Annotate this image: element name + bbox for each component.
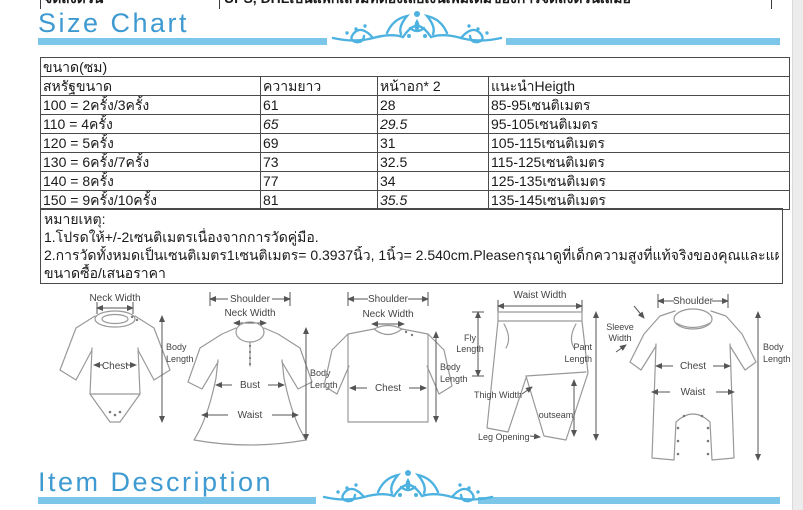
- clipped-shipping-row: จัดส่งด่วน UPS, DHLเป็นแพ็กเสริมที่ต้องเ…: [40, 0, 772, 9]
- notes-line-3: ขนาดซื้อ/เสนอราคา: [44, 265, 166, 281]
- cell-chest: 32.5: [377, 152, 489, 172]
- body-length-label: Length: [166, 354, 194, 364]
- cell-size: 120 = 5ครั้ง: [40, 133, 261, 153]
- size-chart-table: ขนาด(ซม) สหรัฐขนาด ความยาว หน้าอก* 2 แนะ…: [40, 57, 790, 210]
- cell-height: 95-105เซนติเมตร: [488, 114, 790, 134]
- shoulder-label: Shoulder: [230, 294, 271, 305]
- notes-line-1: 1.โปรดให้+/-2เซนติเมตรเนื่องจากการวัดคู่…: [44, 229, 319, 245]
- pant-length-label: Length: [564, 354, 592, 364]
- cell-size: 130 = 6ครั้ง/7ครั้ง: [40, 152, 261, 172]
- table-row: จัดส่งด่วน UPS, DHLเป็นแพ็กเสริมที่ต้องเ…: [40, 0, 772, 9]
- cell-chest: 29.5: [377, 114, 489, 134]
- fly-length-label: Fly: [464, 333, 476, 343]
- table-row: 120 = 5ครั้ง 69 31 105-115เซนติเมตร: [40, 133, 790, 153]
- table-row: 110 = 4ครั้ง 65 29.5 95-105เซนติเมตร: [40, 114, 790, 134]
- measurement-notes: หมายเหตุ: 1.โปรดให้+/-2เซนติเมตรเนื่องจา…: [40, 208, 783, 284]
- notes-title: หมายเหตุ:: [44, 211, 106, 227]
- table-caption: ขนาด(ซม): [40, 57, 790, 77]
- cell-chest: 31: [377, 133, 489, 153]
- cell-length: 73: [260, 152, 378, 172]
- sleeve-width-label: Width: [608, 333, 631, 343]
- flourish-ornament-icon: [322, 470, 494, 503]
- chest-label: Chest: [102, 361, 128, 372]
- chest-label: Chest: [680, 361, 706, 372]
- body-length-label: Body: [440, 362, 461, 372]
- leg-opening-label: Leg Opening: [478, 432, 530, 442]
- cell-length: 61: [260, 95, 378, 115]
- cell-length: 69: [260, 133, 378, 153]
- cell-length: 81: [260, 190, 378, 210]
- notes-line-2: 2.การวัดทั้งหมดเป็นเซนติเมตร1เซนติเมตร= …: [44, 247, 779, 263]
- pant-length-label: Pant: [573, 342, 592, 352]
- shoulder-label: Shoulder: [673, 296, 714, 307]
- item-description-title: Item Description: [38, 467, 274, 497]
- chest-label: Chest: [375, 383, 401, 394]
- cell-chest: 35.5: [377, 190, 489, 210]
- neck-width-label: Neck Width: [89, 293, 140, 304]
- bodysuit-diagram: Neck Width Chest Body Length: [59, 293, 194, 423]
- cell-length: 77: [260, 171, 378, 191]
- waist-width-label: Waist Width: [514, 290, 567, 301]
- col-header-us-size: สหรัฐขนาด: [40, 76, 261, 96]
- waist-label: Waist: [238, 410, 263, 421]
- table-row: 130 = 6ครั้ง/7ครั้ง 73 32.5 115-125เซนติ…: [40, 152, 790, 172]
- cell-chest: 34: [377, 171, 489, 191]
- size-chart-underline-right: [506, 38, 780, 45]
- flourish-ornament-icon: [331, 11, 503, 44]
- fly-length-label: Length: [456, 344, 484, 354]
- neck-width-label: Neck Width: [362, 309, 413, 320]
- page-gutter: [792, 0, 803, 510]
- cell-height: 125-135เซนติเมตร: [488, 171, 790, 191]
- body-length-label: Body: [763, 342, 784, 352]
- dress-diagram: Shoulder Neck Width Bust Waist Body Leng…: [187, 292, 338, 446]
- table-row: 140 = 8ครั้ง 77 34 125-135เซนติเมตร: [40, 171, 790, 191]
- cell-size: 100 = 2ครั้ง/3ครั้ง: [40, 95, 261, 115]
- size-chart-underline: [38, 38, 327, 45]
- table-header-row: สหรัฐขนาด ความยาว หน้าอก* 2 แนะนำHeigth: [40, 76, 790, 96]
- cell-height: 135-145เซนติเมตร: [488, 190, 790, 210]
- measurement-diagrams: Neck Width Chest Body Length Shoulder Ne…: [59, 290, 791, 461]
- cell-length: 65: [260, 114, 378, 134]
- table-row: ขนาด(ซม): [40, 57, 790, 77]
- col-header-height: แนะนำHeigth: [488, 76, 790, 96]
- pants-diagram: Waist Width Fly Length Pant Length Thigh…: [456, 290, 599, 442]
- cell-height: 105-115เซนติเมตร: [488, 133, 790, 153]
- cell-size: 110 = 4ครั้ง: [40, 114, 261, 134]
- col-header-length: ความยาว: [260, 76, 378, 96]
- shipping-row-value: UPS, DHLเป็นแพ็กเสริมที่ต้องเสียเงินเพิ่…: [220, 0, 771, 9]
- cell-size: 140 = 8ครั้ง: [40, 171, 261, 191]
- cell-height: 85-95เซนติเมตร: [488, 95, 790, 115]
- outseam-label: outseam: [539, 410, 574, 420]
- neck-width-label: Neck Width: [224, 308, 275, 319]
- cell-chest: 28: [377, 95, 489, 115]
- cell-size: 150 = 9ครั้ง/10ครั้ง: [40, 190, 261, 210]
- item-description-underline-right: [478, 497, 780, 504]
- bust-label: Bust: [240, 380, 260, 391]
- body-length-label: Length: [440, 374, 468, 384]
- size-chart-title: Size Chart: [38, 8, 190, 38]
- body-length-label: Length: [763, 354, 791, 364]
- shipping-row-label: จัดส่งด่วน: [41, 0, 220, 9]
- cell-height: 115-125เซนติเมตร: [488, 152, 790, 172]
- sleeve-width-label: Sleeve: [606, 322, 634, 332]
- waist-label: Waist: [681, 387, 706, 398]
- table-row: 150 = 9ครั้ง/10ครั้ง 81 35.5 135-145เซนต…: [40, 190, 790, 210]
- table-row: 100 = 2ครั้ง/3ครั้ง 61 28 85-95เซนติเมตร: [40, 95, 790, 115]
- romper-diagram: Shoulder Sleeve Width Chest Waist Body L…: [606, 294, 791, 461]
- item-description-underline: [38, 497, 316, 504]
- body-length-label: Body: [310, 368, 331, 378]
- shirt-diagram: Shoulder Neck Width Chest Body Length: [323, 292, 468, 423]
- col-header-chest: หน้าอก* 2: [377, 76, 489, 96]
- thigh-width-label: Thigh Width: [474, 390, 522, 400]
- shoulder-label: Shoulder: [368, 294, 409, 305]
- body-length-label: Body: [166, 342, 187, 352]
